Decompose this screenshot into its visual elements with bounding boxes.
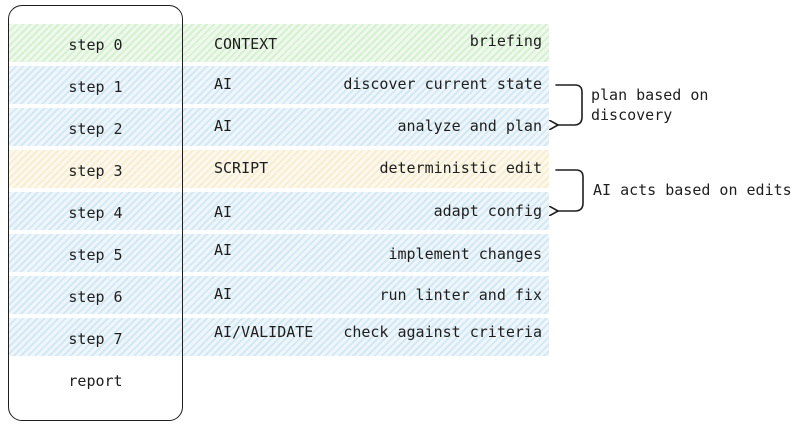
row-band-step-4 bbox=[8, 192, 549, 230]
step-label: step 7 bbox=[68, 330, 123, 348]
row-band-step-3 bbox=[8, 150, 549, 188]
step-description: implement changes bbox=[388, 245, 542, 263]
step-label: step 4 bbox=[68, 204, 123, 222]
annotation-edits: AI acts based on edits bbox=[593, 181, 792, 199]
annotation-plan-line1: plan based on bbox=[591, 86, 709, 104]
step-label: step 0 bbox=[68, 36, 123, 54]
step-description: briefing bbox=[469, 32, 542, 50]
step-type: AI/VALIDATE bbox=[214, 323, 314, 341]
step-type: CONTEXT bbox=[214, 35, 278, 53]
step-type: AI bbox=[214, 285, 233, 303]
step-description: analyze and plan bbox=[397, 117, 543, 135]
step-type: AI bbox=[214, 75, 233, 93]
step-type: AI bbox=[214, 117, 233, 135]
step-type: SCRIPT bbox=[214, 159, 269, 177]
step-type: AI bbox=[214, 241, 233, 259]
step-description: adapt config bbox=[433, 202, 542, 220]
row-band-step-1 bbox=[8, 66, 549, 104]
steps-column-box bbox=[8, 5, 183, 421]
step-label: step 3 bbox=[68, 162, 123, 180]
step-label: step 1 bbox=[68, 78, 123, 96]
step-label: step 2 bbox=[68, 120, 123, 138]
row-band-step-7 bbox=[8, 318, 549, 356]
step-label: step 5 bbox=[68, 246, 123, 264]
step-description: check against criteria bbox=[343, 323, 542, 341]
report-label: report bbox=[68, 372, 123, 390]
bracket-arrow-plan bbox=[556, 84, 583, 125]
step-description: deterministic edit bbox=[379, 159, 542, 177]
row-band-step-5 bbox=[8, 234, 549, 272]
row-band-step-2 bbox=[8, 108, 549, 146]
step-description: discover current state bbox=[343, 75, 542, 93]
step-description: run linter and fix bbox=[379, 286, 542, 304]
step-label: step 6 bbox=[68, 288, 123, 306]
bracket-arrow-edits bbox=[556, 169, 584, 211]
row-band-step-6 bbox=[8, 276, 549, 314]
row-band-step-0 bbox=[8, 24, 549, 62]
step-type: AI bbox=[214, 203, 233, 221]
annotation-plan-line2: discovery bbox=[591, 106, 673, 124]
